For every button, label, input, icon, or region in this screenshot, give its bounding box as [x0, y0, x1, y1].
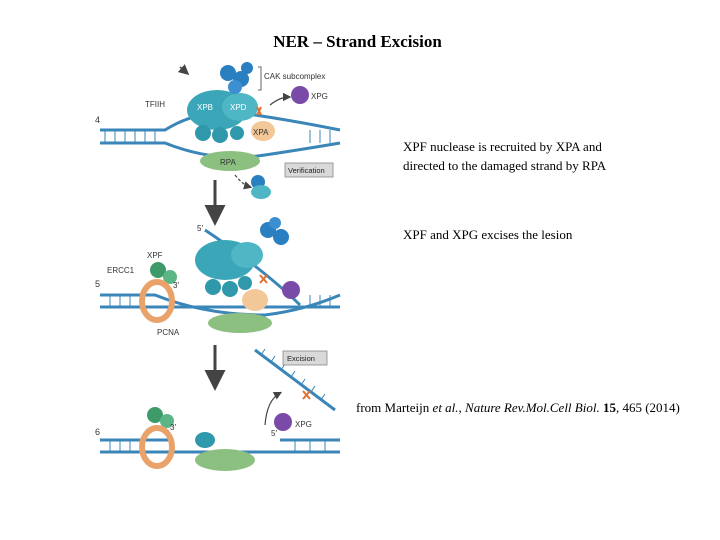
pcna-label: PCNA [157, 328, 180, 337]
rpa-label: RPA [220, 158, 237, 167]
rpa-protein [195, 449, 255, 471]
pcna-ring [139, 279, 175, 323]
step-4-panel: 4 CAK subcomplex XPG TFIIH XPB X [95, 62, 341, 199]
cak-subunit [269, 217, 281, 229]
excised-oligo [254, 348, 336, 412]
xpf-protein [147, 407, 163, 423]
recruitment-caption-line2: directed to the damaged strand by RPA [403, 158, 607, 173]
released-protein [251, 185, 271, 199]
verification-label: Verification [288, 166, 325, 175]
ner-pathway-figure: 4 CAK subcomplex XPG TFIIH XPB X [95, 55, 350, 490]
xpg-label-step6: XPG [295, 420, 312, 429]
citation: from Marteijn et al., Nature Rev.Mol.Cel… [356, 400, 680, 416]
step-4-number: 4 [95, 115, 100, 125]
lesion-mark [259, 274, 268, 284]
excision-label: Excision [287, 354, 315, 363]
rpa-protein [208, 313, 272, 333]
three-prime-label-step5: 3′ [173, 281, 179, 290]
tfiih-core-subunit [222, 281, 238, 297]
step-5-panel: 5 5′ XPF ERCC1 3′ PCNA [95, 217, 341, 337]
slide-title: NER – Strand Excision [273, 32, 442, 51]
tfiih-label: TFIIH [145, 100, 165, 109]
citation-rest: , 465 (2014) [615, 400, 680, 415]
tfiih-remnant [195, 432, 215, 448]
xpa-protein [242, 289, 268, 311]
dna-duplex-step4 [100, 110, 341, 159]
cak-subunit [273, 229, 289, 245]
tfiih-core-subunit [195, 125, 211, 141]
five-prime-label-step6: 5′ [271, 429, 277, 438]
pcna-ring [139, 425, 175, 469]
xpd-subunit [231, 242, 263, 268]
xpd-subunit [222, 93, 258, 121]
citation-volume: 15 [602, 400, 616, 415]
tfiih-core-subunit [205, 279, 221, 295]
three-prime-label-step6: 3′ [170, 423, 176, 432]
ercc1-protein [163, 270, 177, 284]
lesion-mark [256, 106, 262, 116]
excision-box [282, 350, 328, 366]
lesion-mark [302, 390, 311, 400]
xpb-label: XPB [197, 103, 213, 112]
rpa-protein [200, 151, 260, 171]
xpa-label: XPA [253, 128, 269, 137]
xpg-protein [274, 413, 292, 431]
citation-etal: et al. [432, 400, 459, 415]
step-6-panel: 6 Excision 3′ XPG 5′ [95, 348, 340, 471]
xpg-label: XPG [311, 92, 328, 101]
tfiih-core-subunit [212, 127, 228, 143]
verification-box [284, 162, 334, 178]
xpa-protein [251, 121, 275, 141]
xpf-label: XPF [147, 251, 163, 260]
citation-sep: , [458, 400, 466, 415]
cak-subunit [220, 65, 236, 81]
xpg-protein [282, 281, 300, 299]
cak-subunit [228, 80, 242, 94]
citation-prefix: from Marteijn [356, 400, 433, 415]
xpf-protein [150, 262, 166, 278]
step-5-number: 5 [95, 279, 100, 289]
recruitment-caption-line1: XPF nuclease is recruited by XPA and [403, 139, 602, 154]
xpd-label: XPD [230, 103, 247, 112]
cak-label: CAK subcomplex [264, 72, 325, 81]
ercc1-label: ERCC1 [107, 266, 135, 275]
excision-caption: XPF and XPG excises the lesion [403, 227, 573, 242]
citation-journal: Nature Rev.Mol.Cell Biol. [465, 400, 600, 415]
five-prime-label-step5: 5′ [197, 224, 203, 233]
tfiih-core-subunit [238, 276, 252, 290]
cak-subunit [241, 62, 253, 74]
step-6-number: 6 [95, 427, 100, 437]
recruitment-caption: XPF nuclease is recruited by XPA and dir… [403, 137, 663, 175]
xpg-protein [291, 86, 309, 104]
tfiih-core-subunit [230, 126, 244, 140]
ercc1-protein [160, 414, 174, 428]
